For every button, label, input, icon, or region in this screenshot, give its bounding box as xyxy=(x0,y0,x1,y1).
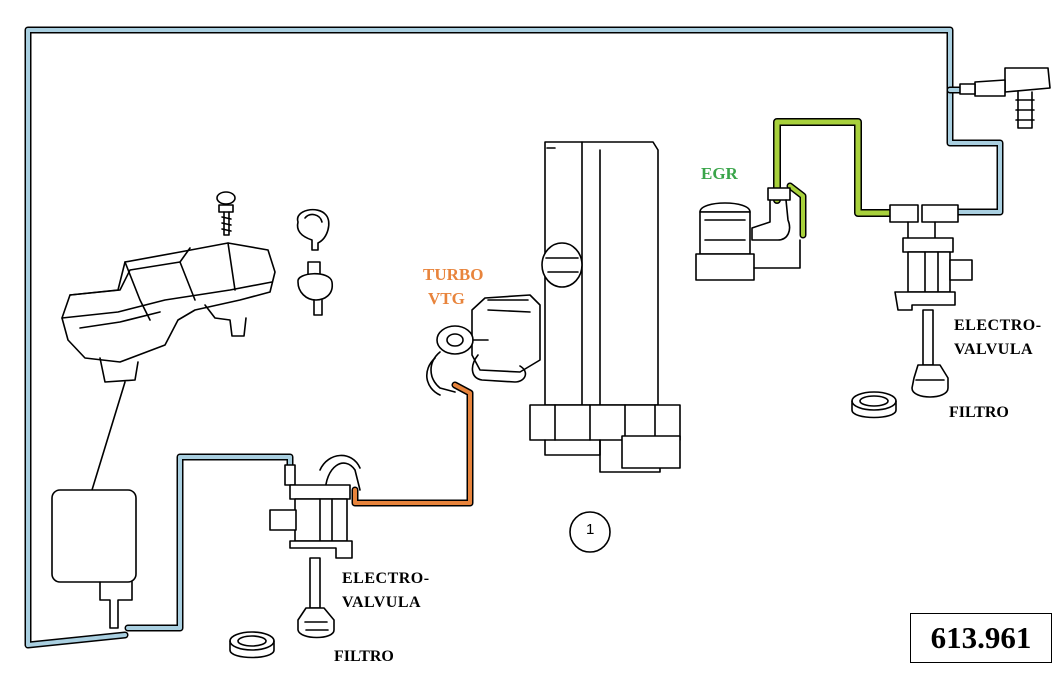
right-electrovalve-label-line2: VALVULA xyxy=(954,341,1034,358)
callout-number: 1 xyxy=(586,521,595,538)
coolant-reservoir xyxy=(61,242,276,383)
vtg-label: VTG xyxy=(428,289,465,308)
egr-vacuum-line xyxy=(773,118,897,239)
bolt-fastener xyxy=(216,191,236,236)
callout-marker xyxy=(569,511,611,553)
turbo-vacuum-line xyxy=(351,381,474,507)
turbo-label: TURBO xyxy=(423,265,484,284)
engine-block xyxy=(529,141,681,473)
egr-valve xyxy=(695,187,801,281)
egr-label: EGR xyxy=(701,164,738,183)
right-filter xyxy=(851,391,897,419)
left-electrovalve xyxy=(269,454,361,639)
hose-clip xyxy=(296,208,330,251)
pressure-sensor xyxy=(959,67,1051,129)
vacuum-reservoir xyxy=(51,381,137,629)
reference-code-box: 613.961 xyxy=(910,613,1052,663)
left-filter-label: FILTRO xyxy=(334,648,394,665)
right-filter-label: FILTRO xyxy=(949,404,1009,421)
right-electrovalve xyxy=(889,204,973,398)
left-electrovalve-label-line2: VALVULA xyxy=(342,594,422,611)
reservoir-to-valve-vacuum-line xyxy=(124,453,294,632)
hose-fitting xyxy=(297,261,334,316)
turbo-vtg-actuator xyxy=(426,294,541,396)
right-electrovalve-label-line1: ELECTRO- xyxy=(954,317,1042,334)
left-filter xyxy=(229,631,275,659)
left-electrovalve-label-line1: ELECTRO- xyxy=(342,570,430,587)
reference-code: 613.961 xyxy=(930,620,1032,655)
